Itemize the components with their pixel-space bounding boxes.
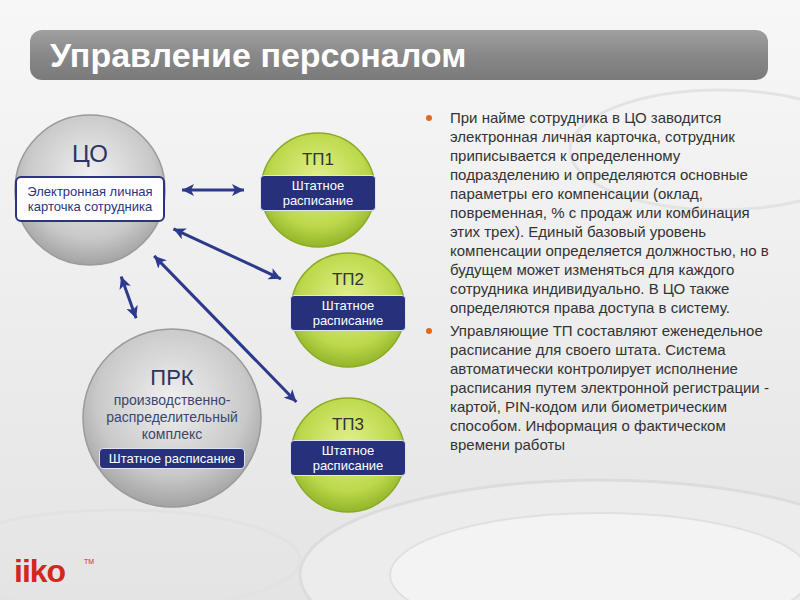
- outlet-circle: ТП1Штатное расписание: [260, 132, 376, 248]
- double-arrow: [182, 189, 244, 192]
- node-title: Электронная личная карточка сотрудника: [21, 184, 159, 214]
- node-title: ПРК: [82, 364, 262, 392]
- trademark-mark: TM: [84, 558, 94, 566]
- staff-schedule-box: Штатное расписание: [290, 440, 406, 476]
- circle-content: ТП3Штатное расписание: [290, 397, 406, 476]
- logo-text: iiko: [14, 552, 65, 590]
- node-title: Штатное расписание: [300, 298, 396, 328]
- circle-content: ТП2Штатное расписание: [290, 252, 406, 331]
- center-office-circle: ЦО Электронная личная карточка сотрудника: [14, 114, 166, 266]
- node-title: ТП2: [290, 270, 406, 290]
- circle-shape: [291, 398, 405, 512]
- personal-card-box: Электронная личная карточка сотрудника: [15, 176, 165, 222]
- outlet-circle: ТП2Штатное расписание: [290, 252, 406, 368]
- slide-title: Управление персоналом: [50, 33, 466, 77]
- circle-content: ПРКпроизводственно-распределительный ком…: [82, 328, 262, 469]
- circle-content: ТП1Штатное расписание: [260, 132, 376, 211]
- circle-shape: [15, 115, 165, 265]
- staff-schedule-box: Штатное расписание: [290, 295, 406, 331]
- circle-shape: [291, 253, 405, 367]
- title-band: [30, 30, 768, 80]
- bullet-text: При найме сотрудника в ЦО заводится элек…: [450, 108, 780, 317]
- node-title: Штатное расписание: [300, 443, 396, 473]
- production-complex-circle: ПРКпроизводственно-распределительный ком…: [82, 328, 262, 508]
- node-body: производственно-распределительный компле…: [82, 392, 262, 443]
- double-arrow: [173, 229, 280, 279]
- circle-content: ЦО Электронная личная карточка сотрудника: [14, 114, 166, 222]
- node-title: ЦО: [14, 140, 166, 168]
- plate-illustration: [0, 510, 300, 600]
- bullet-dot: [426, 328, 432, 334]
- staff-schedule-box: Штатное расписание: [99, 448, 246, 469]
- node-title: ТП1: [260, 150, 376, 170]
- node-title: Штатное расписание: [270, 178, 366, 208]
- node-title: Штатное расписание: [109, 451, 236, 466]
- bullet-dot: [426, 115, 432, 121]
- circle-shape: [83, 329, 261, 507]
- outlet-circle: ТП3Штатное расписание: [290, 397, 406, 513]
- double-arrow: [121, 277, 136, 319]
- node-title: ТП3: [290, 415, 406, 435]
- bullet-list: При найме сотрудника в ЦО заводится элек…: [426, 108, 786, 458]
- staff-schedule-box: Штатное расписание: [260, 175, 376, 211]
- bullet-item: Управляющие ТП составляют еженедельное р…: [426, 321, 786, 454]
- bullet-text: Управляющие ТП составляют еженедельное р…: [450, 321, 780, 454]
- circle-shape: [261, 133, 375, 247]
- bullet-item: При найме сотрудника в ЦО заводится элек…: [426, 108, 786, 317]
- plate-illustration: [390, 513, 800, 600]
